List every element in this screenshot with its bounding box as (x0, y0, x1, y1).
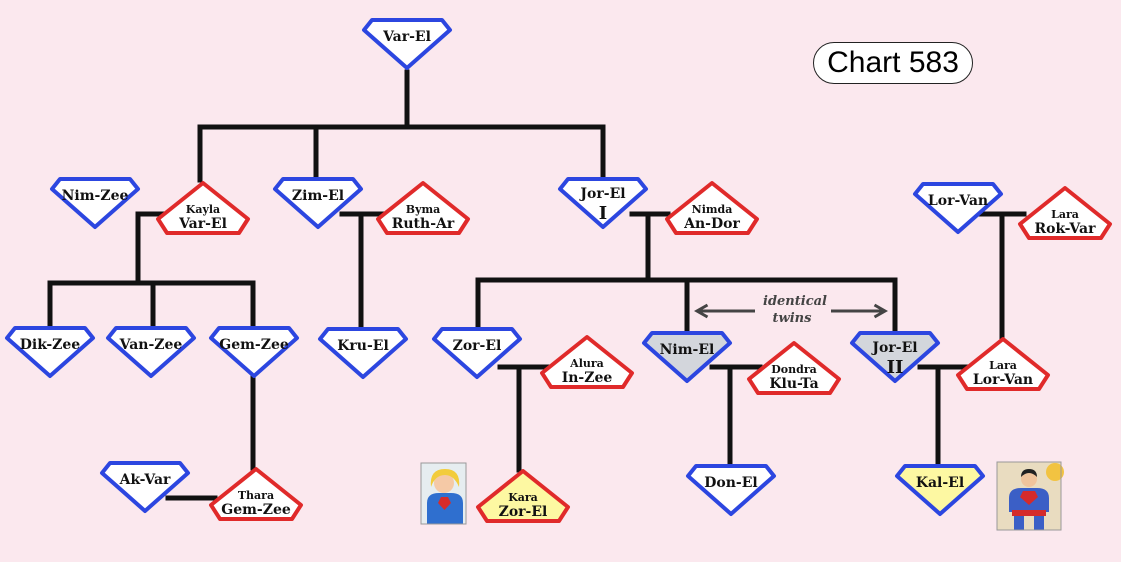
person-nim-zee[interactable]: Nim-Zee (50, 177, 140, 229)
person-shape (50, 177, 140, 229)
person-name-line: Don-El (704, 475, 757, 491)
person-shape (318, 327, 408, 379)
person-shape (476, 469, 570, 523)
person-shape (1018, 186, 1112, 240)
connector-lines (47, 69, 1027, 501)
chart-title: Chart 583 (813, 42, 973, 84)
person-name-line: An-Dor (683, 216, 740, 232)
person-name-line: Kara (508, 491, 538, 504)
person-name-line: Jor-El (870, 340, 917, 356)
person-shape (106, 326, 196, 378)
person-lor-van[interactable]: Lor-Van (913, 182, 1003, 234)
person-name-line: Dondra (771, 363, 817, 376)
person-name-line: Alura (569, 357, 604, 370)
person-ak-var[interactable]: Ak-Var (100, 461, 190, 513)
person-name-line: Nimda (692, 203, 733, 216)
twins-label-line2: twins (773, 311, 813, 326)
person-name-line: Kru-El (337, 338, 389, 354)
person-name-line: Var-El (178, 216, 227, 232)
person-don-el[interactable]: Don-El (686, 464, 776, 516)
person-shape (558, 177, 648, 229)
person-name-line: Dik-Zee (20, 337, 81, 353)
person-shape (156, 181, 250, 235)
person-name-line: Gem-Zee (219, 337, 289, 353)
person-shape (956, 337, 1050, 391)
person-name-line: Thara (238, 489, 274, 502)
person-shape (895, 464, 985, 516)
supergirl-portrait-icon (420, 462, 467, 525)
person-name-line: Var-El (382, 29, 431, 45)
twins-label-line1: identical (763, 294, 827, 309)
person-name-line: Gem-Zee (221, 502, 291, 518)
person-name-line: Lara (989, 359, 1017, 372)
person-name-line: Lor-Van (973, 372, 1033, 388)
person-shape (432, 327, 522, 379)
person-var-el[interactable]: Var-El (362, 18, 452, 70)
person-kal-el[interactable]: Kal-El (895, 464, 985, 516)
person-shape (913, 182, 1003, 234)
person-zim-el[interactable]: Zim-El (273, 177, 363, 229)
person-shape (747, 341, 841, 395)
person-zor-el[interactable]: Zor-El (432, 327, 522, 379)
person-name-line: Ak-Var (119, 472, 171, 488)
person-van-zee[interactable]: Van-Zee (106, 326, 196, 378)
person-name-line: Nim-Zee (62, 188, 129, 204)
person-shape (209, 326, 299, 378)
person-shape (686, 464, 776, 516)
person-name-line: Zor-El (499, 504, 548, 520)
person-shape (209, 467, 303, 521)
person-shape (376, 181, 470, 235)
person-dik-zee[interactable]: Dik-Zee (5, 326, 95, 378)
person-name-line: Kayla (186, 203, 220, 216)
person-shape (273, 177, 363, 229)
person-gem-zee[interactable]: Gem-Zee (209, 326, 299, 378)
person-name-line: Byma (406, 203, 440, 216)
person-name-line: In-Zee (562, 370, 613, 386)
person-shape (362, 18, 452, 70)
person-shape (100, 461, 190, 513)
person-name-line: Kal-El (916, 475, 964, 491)
person-name-line: Zor-El (453, 338, 502, 354)
person-name-line: Ruth-Ar (392, 216, 455, 232)
person-shape (5, 326, 95, 378)
person-shape (850, 331, 940, 383)
person-name-line: Klu-Ta (769, 376, 818, 392)
person-name-line: Nim-El (660, 342, 715, 358)
person-name-line: Lara (1051, 208, 1079, 221)
person-name-line: I (599, 203, 607, 224)
person-shape (540, 335, 634, 389)
person-nim-el[interactable]: Nim-El (642, 331, 732, 383)
person-name-line: Van-Zee (119, 337, 183, 353)
person-name-line: Jor-El (578, 186, 625, 202)
person-shape (665, 181, 759, 235)
person-jor-el-i[interactable]: Jor-ElI (558, 177, 648, 229)
person-kru-el[interactable]: Kru-El (318, 327, 408, 379)
person-name-line: Rok-Var (1035, 221, 1097, 237)
superman-portrait-icon (996, 461, 1064, 531)
person-name-line: Zim-El (292, 188, 344, 204)
person-shape (642, 331, 732, 383)
person-name-line: Lor-Van (928, 193, 988, 209)
twins-annotation: identical twins (693, 294, 889, 326)
person-name-line: II (887, 357, 904, 378)
